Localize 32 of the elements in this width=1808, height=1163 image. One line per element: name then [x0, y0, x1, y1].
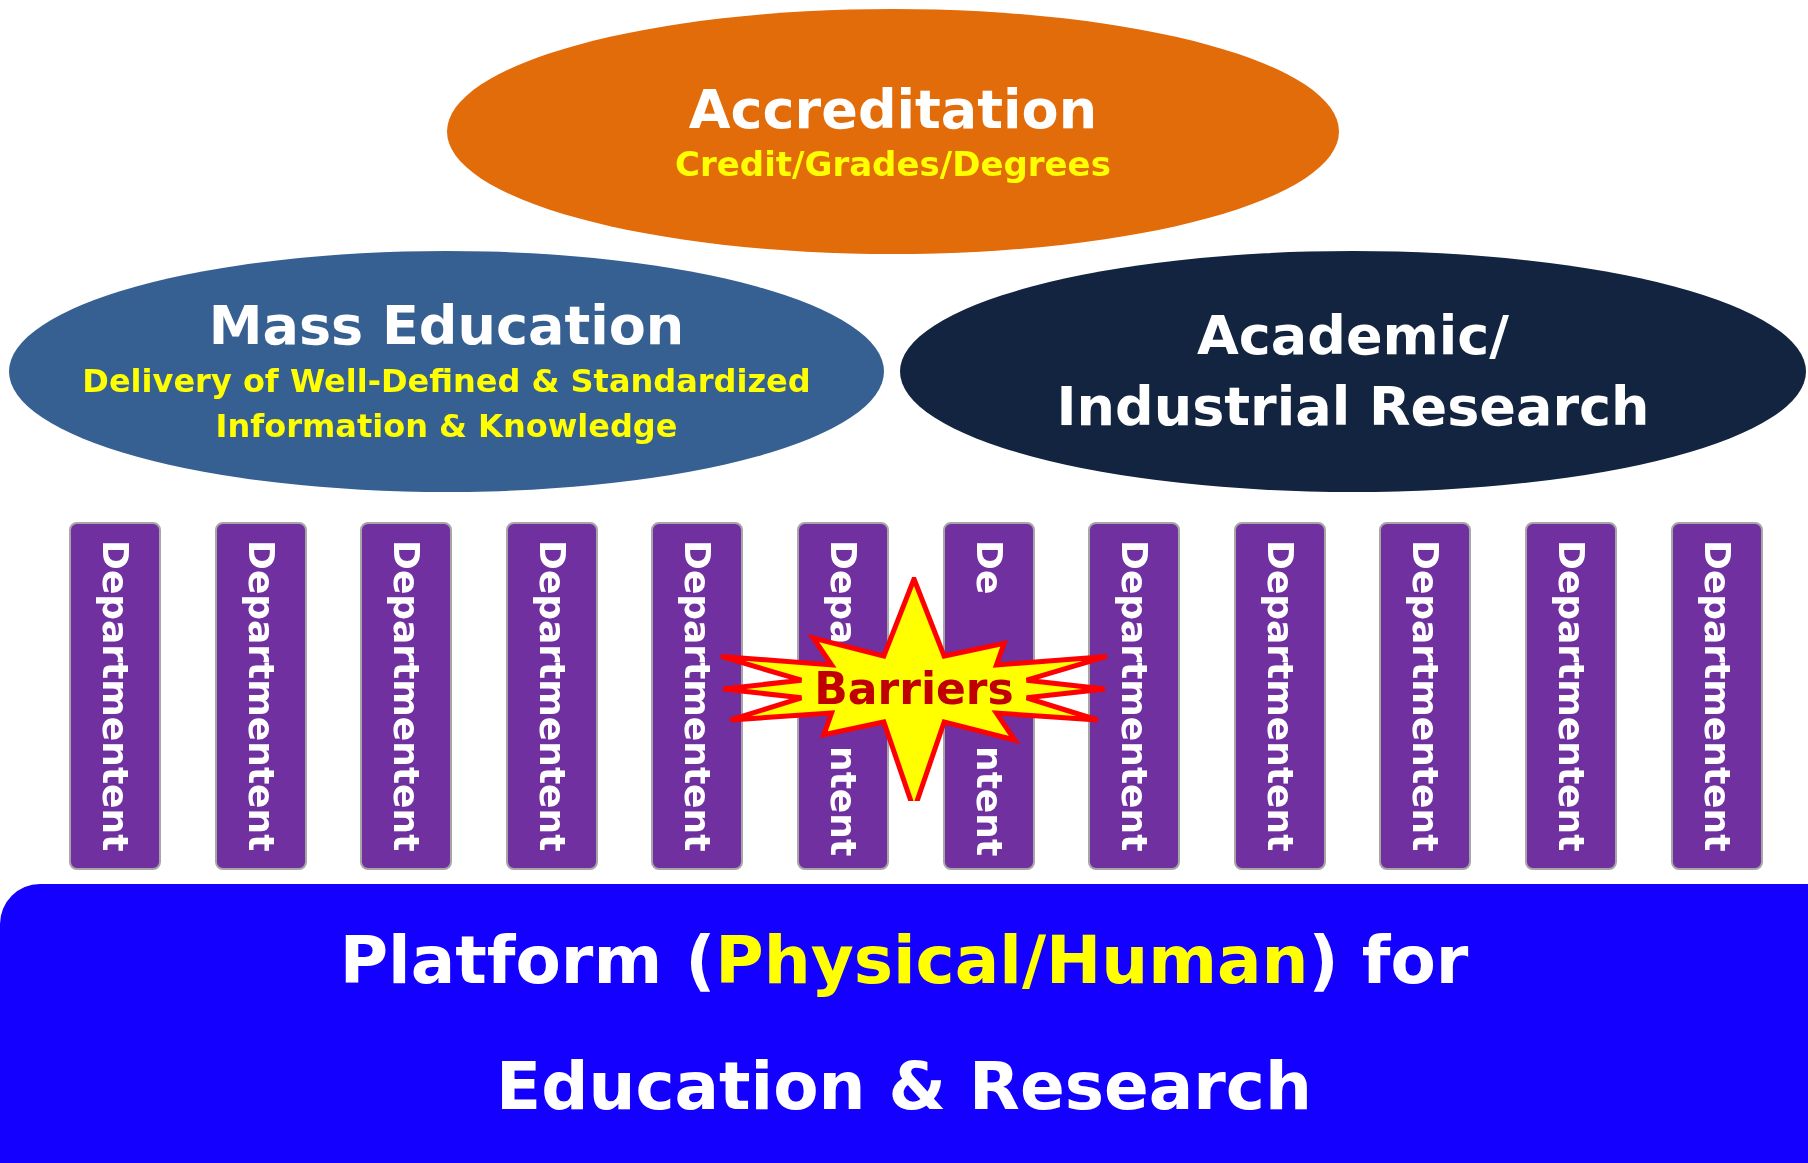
node-subtitle: Credit/Grades/Degrees [675, 142, 1111, 186]
department-bar [505, 522, 598, 870]
department-label: Departmentent [1553, 540, 1589, 852]
department-label: Departmentent [679, 540, 716, 852]
department-bar [69, 522, 161, 870]
department-label: Departmentent [533, 540, 570, 852]
department-bar [360, 522, 453, 870]
barrier-label: Barriers [814, 667, 1014, 711]
node-heading: Mass Education [208, 294, 685, 360]
department-bar [651, 522, 744, 870]
department-label: Depa [825, 540, 861, 645]
node-heading: Academic/ Industrial Research [1055, 303, 1651, 440]
department-label: Departmentent [97, 540, 133, 852]
department-label: Departmentent [388, 540, 425, 852]
department-label: Departmentent [242, 540, 279, 852]
department-label: Departmentent [1407, 540, 1444, 852]
department-label: De [970, 540, 1007, 595]
department-label: Departmentent [1116, 540, 1153, 852]
department-bar [1525, 522, 1617, 870]
platform-label: Platform (Physical/Human) for Education & Research [338, 921, 1470, 1127]
department-bar [1670, 522, 1763, 870]
department-label: Departmentent [1698, 540, 1735, 852]
department-label: ntent [970, 745, 1007, 856]
platform-band [0, 884, 1808, 1163]
department-bar [1233, 522, 1326, 870]
department-bar [1379, 522, 1472, 870]
department-label: ntent [825, 745, 861, 856]
node-subtitle: Delivery of Well-Defined & Standardized Information & Knowledge [81, 361, 812, 447]
node-heading: Accreditation [688, 77, 1098, 143]
department-bar [1088, 522, 1181, 870]
department-bar [214, 522, 307, 870]
department-label: Departmentent [1261, 540, 1298, 852]
